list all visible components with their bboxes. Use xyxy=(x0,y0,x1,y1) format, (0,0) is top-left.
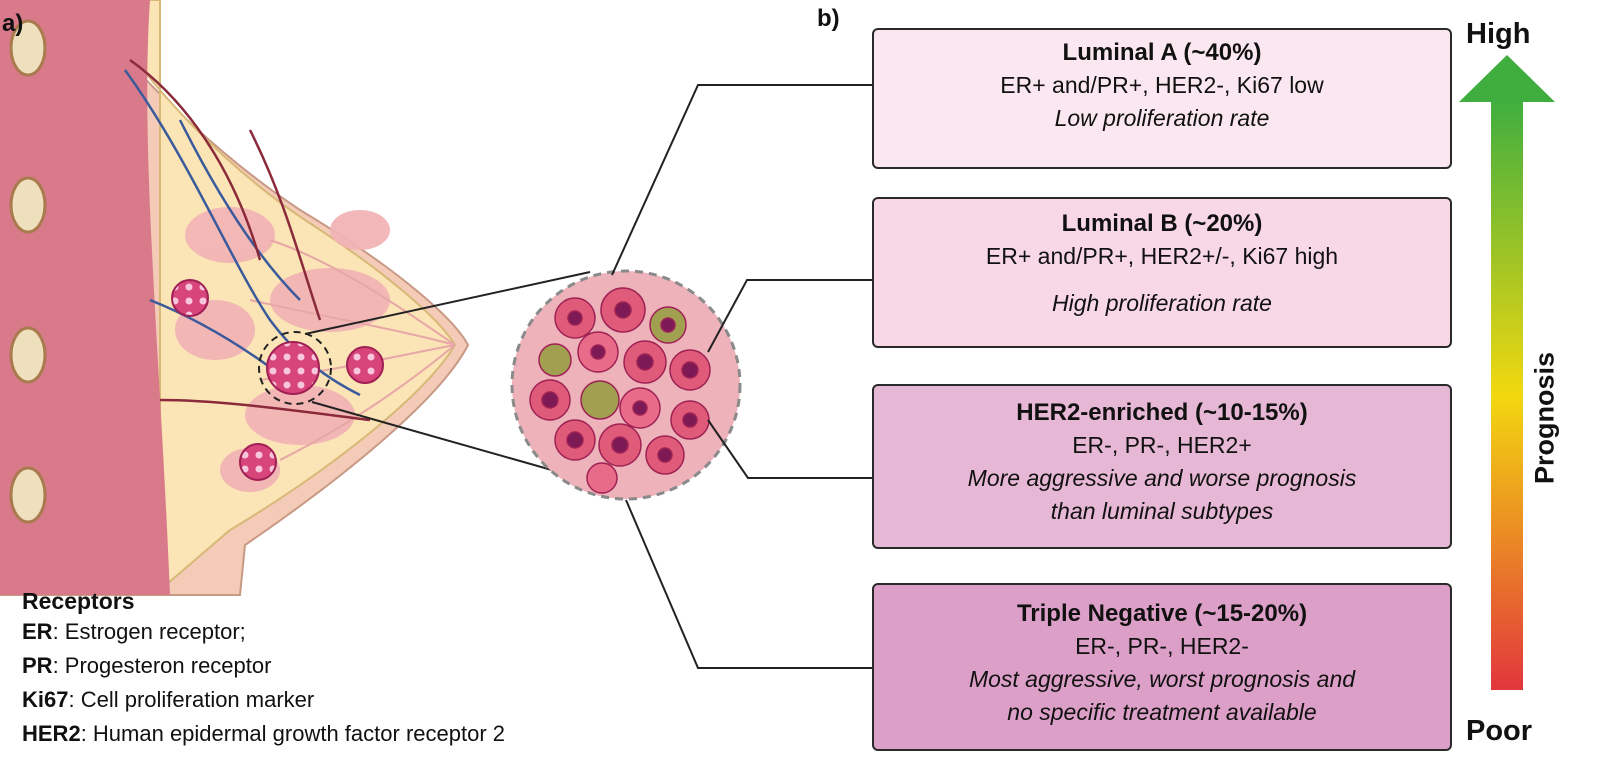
arrow-head xyxy=(1459,55,1555,102)
tumor-clusters xyxy=(171,279,384,481)
legend-abbr: HER2 xyxy=(22,721,81,746)
magnified-tumor xyxy=(510,269,742,501)
subtype-connectors xyxy=(611,84,872,669)
chest-muscle xyxy=(0,0,170,595)
legend-item-pr: PR: Progesteron receptor xyxy=(22,649,505,683)
legend-text: : Human epidermal growth factor receptor… xyxy=(80,721,505,746)
subtype-title: Triple Negative (~15-20%) xyxy=(1016,600,1308,627)
legend-abbr: PR xyxy=(22,653,53,678)
prognosis-low-label: Poor xyxy=(1466,715,1533,747)
legend-text: : Cell proliferation marker xyxy=(68,687,315,712)
tumor-cells xyxy=(529,287,711,494)
subtype-description-cont: than luminal subtypes xyxy=(1050,498,1274,524)
subtype-description: Most aggressive, worst prognosis and xyxy=(968,666,1356,692)
legend-text: : Estrogen receptor; xyxy=(52,619,246,644)
subtype-box-luminal-a: Luminal A (~40%) ER+ and/PR+, HER2-, Ki6… xyxy=(872,28,1452,169)
prognosis-high-label: High xyxy=(1466,18,1531,50)
subtype-description: Low proliferation rate xyxy=(1054,105,1270,131)
panel-label-a: a) xyxy=(2,10,24,37)
breast-cross-section xyxy=(0,0,470,596)
legend-item-ki67: Ki67: Cell proliferation marker xyxy=(22,683,505,717)
subtype-description: More aggressive and worse prognosis xyxy=(967,465,1357,491)
legend-item-her2: HER2: Human epidermal growth factor rece… xyxy=(22,717,505,751)
zoom-region-marker xyxy=(258,331,332,405)
subtype-title: Luminal A (~40%) xyxy=(1062,39,1262,66)
subtype-box-her2-enriched: HER2-enriched (~10-15%) ER-, PR-, HER2+ … xyxy=(872,384,1452,549)
legend-item-er: ER: Estrogen receptor; xyxy=(22,615,505,649)
subtype-markers: ER-, PR-, HER2- xyxy=(1075,633,1249,659)
panel-label-b: b) xyxy=(817,5,840,32)
subtype-markers: ER+ and/PR+, HER2+/-, Ki67 high xyxy=(985,243,1339,269)
subtype-description: High proliferation rate xyxy=(1052,290,1272,316)
legend-abbr: Ki67 xyxy=(22,687,69,712)
subtype-title: Luminal B (~20%) xyxy=(1061,210,1263,237)
receptors-legend: Receptors ER: Estrogen receptor; PR: Pro… xyxy=(22,587,505,751)
subtype-title: HER2-enriched (~10-15%) xyxy=(1016,399,1308,426)
legend-text: : Progesteron receptor xyxy=(52,653,272,678)
subtype-box-triple-negative: Triple Negative (~15-20%) ER-, PR-, HER2… xyxy=(872,583,1452,751)
prognosis-gradient-bar xyxy=(1491,100,1523,690)
legend-title: Receptors xyxy=(22,588,135,614)
subtype-markers: ER-, PR-, HER2+ xyxy=(1072,432,1252,458)
zoom-lines xyxy=(304,271,591,479)
subtype-box-luminal-b: Luminal B (~20%) ER+ and/PR+, HER2+/-, K… xyxy=(872,197,1452,348)
subtype-description-cont: no specific treatment available xyxy=(1007,699,1317,725)
rib-cross-sections xyxy=(9,19,47,524)
prognosis-arrow xyxy=(1459,55,1555,690)
subtype-markers: ER+ and/PR+, HER2-, Ki67 low xyxy=(1000,72,1324,98)
prognosis-axis-label: Prognosis xyxy=(1529,351,1560,485)
legend-abbr: ER xyxy=(22,619,53,644)
